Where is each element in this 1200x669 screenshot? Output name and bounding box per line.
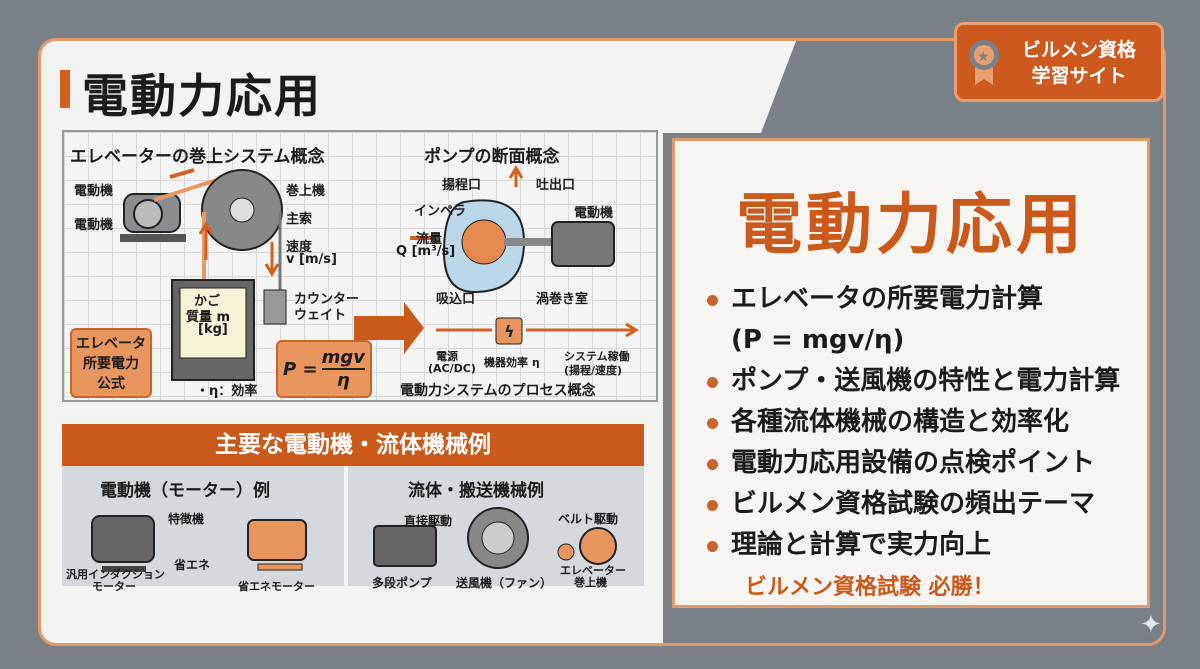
label-system-output: (揚程/速度) <box>564 364 623 377</box>
label-belt-drive: ベルト駆動 <box>558 512 619 526</box>
award-ribbon-icon: ★ <box>969 40 999 85</box>
formula-label-box: エレベータ 所要電力 公式 <box>70 328 152 398</box>
label-power-source: 電源 <box>436 350 458 363</box>
list-item: ビルメン資格試験の頻出テーマ <box>703 484 1120 525</box>
label-outlet: 吐出口 <box>536 178 576 193</box>
page-title: 電動力応用 <box>82 69 322 123</box>
title-accent-bar <box>60 70 70 108</box>
examples-header: 主要な電動機・流体機械例 <box>62 424 644 466</box>
label-eta: ・η：効率 <box>196 384 258 399</box>
label-induction-motor-2: モーター <box>92 580 136 593</box>
label-car-unit: [kg] <box>198 322 228 337</box>
label-multistage-pump: 多段ポンプ <box>372 576 432 590</box>
label-fan: 送風機（ファン） <box>456 576 553 590</box>
label-counterweight-2: ウェイト <box>294 308 347 323</box>
topic-list: エレベータの所要電力計算 (P = mgv/η) ポンプ・送風機の特性と電力計算… <box>703 279 1120 566</box>
power-formula: P = mgv η <box>276 340 372 398</box>
site-badge[interactable]: ★ ビルメン資格 学習サイト <box>954 22 1164 102</box>
list-item: 各種流体機械の構造と効率化 <box>703 402 1120 443</box>
label-pump-motor: 電動機 <box>574 206 614 221</box>
label-volute: 渦巻き室 <box>536 292 589 307</box>
pump-title: ポンプの断面概念 <box>424 147 560 167</box>
label-motor: 電動機 <box>74 184 114 199</box>
process-caption: 電動力システムのプロセス概念 <box>400 383 596 399</box>
badge-line-2: 学習サイト <box>1031 65 1127 87</box>
label-head: 揚程口 <box>442 178 482 193</box>
fluid-examples-title: 流体・搬送機械例 <box>408 481 544 501</box>
label-efficiency: 機器効率 η <box>484 356 540 369</box>
formula-numerator: mgv <box>321 347 365 370</box>
label-flow: 流量 <box>416 232 443 247</box>
pump-icon <box>442 199 615 294</box>
eco-motor-icon <box>247 519 307 561</box>
label-system-operation: システム稼働 <box>564 350 630 363</box>
motor-examples-title: 電動機（モーター）例 <box>100 481 270 501</box>
badge-line-1: ビルメン資格 <box>1021 39 1136 61</box>
label-inlet: 吸込口 <box>436 292 476 307</box>
fluid-drawings <box>373 507 617 569</box>
sparkle-icon: ✦ <box>1140 610 1162 640</box>
list-item: 理論と計算で実力向上 <box>703 525 1120 566</box>
list-item: (P = mgv/η) <box>731 325 905 355</box>
formula-denominator: η <box>336 370 350 391</box>
label-rope: 主索 <box>286 212 313 227</box>
label-speed-unit: v [m/s] <box>286 252 337 267</box>
multistage-pump-icon <box>373 525 437 567</box>
diagram-drawing: ϟ <box>120 165 639 381</box>
motor-drawings <box>91 515 307 572</box>
label-elevator-hoist: エレベーター <box>560 564 626 577</box>
elevator-title: エレベーターの巻上システム概念 <box>70 147 325 167</box>
motor-icon <box>120 193 186 242</box>
fluid-examples: 流体・搬送機械例 直接駆動 ベルト駆動 多段ポンプ 送風機（ファン） エレベータ… <box>348 466 644 590</box>
list-item: 電動力応用設備の点検ポイント <box>703 443 1120 484</box>
label-car-mass: 質量 m <box>186 310 231 325</box>
lightning-icon <box>495 317 523 345</box>
label-feature: 特徴機 <box>168 512 205 526</box>
formula-label-line: 所要電力 <box>83 356 139 372</box>
label-car: かご <box>194 294 221 309</box>
label-impeller: インペラ <box>414 204 467 219</box>
formula-label-line: 公式 <box>97 376 125 392</box>
label-induction-motor: 汎用インダクション <box>66 568 165 581</box>
induction-motor-icon <box>91 515 155 563</box>
label-direct-drive: 直接駆動 <box>404 514 453 528</box>
label-power-source-type: (AC/DC) <box>428 362 476 375</box>
counterweight <box>263 289 287 325</box>
label-counterweight: カウンター <box>294 292 360 307</box>
svg-text:ϟ: ϟ <box>504 322 515 341</box>
panel-title: 電動力応用 <box>736 186 1086 263</box>
label-flow-unit: Q [m³/s] <box>396 244 456 259</box>
belt-drive-icon <box>579 527 617 565</box>
label-hoist: 巻上機 <box>286 184 326 199</box>
summary-panel: 電動力応用 エレベータの所要電力計算 (P = mgv/η) ポンプ・送風機の特… <box>672 138 1150 608</box>
label-elevator-hoist-2: 巻上機 <box>574 576 607 589</box>
motor-examples: 電動機（モーター）例 特徴機 省エネ 汎用インダクション モーター 省エネモータ… <box>62 466 344 593</box>
list-item: エレベータの所要電力計算 <box>703 279 1120 320</box>
hoist-sheave-icon <box>201 169 283 251</box>
formula-label-line: エレベータ <box>76 336 146 352</box>
concept-diagram: エレベーターの巻上システム概念 ポンプの断面概念 ϟ 電動機 電動機 巻上機 主… <box>62 130 658 402</box>
formula-fraction: mgv η <box>321 347 365 391</box>
label-eco-motor: 省エネモーター <box>238 580 315 593</box>
label-speed: 速度 <box>286 240 313 255</box>
label-eco: 省エネ <box>174 558 211 572</box>
slogan: ビルメン資格試験 必勝！ <box>745 575 995 600</box>
formula-lhs: P = <box>283 358 318 380</box>
svg-text:★: ★ <box>977 49 990 65</box>
list-item: ポンプ・送風機の特性と電力計算 <box>703 361 1120 402</box>
label-motor-2: 電動機 <box>74 218 114 233</box>
